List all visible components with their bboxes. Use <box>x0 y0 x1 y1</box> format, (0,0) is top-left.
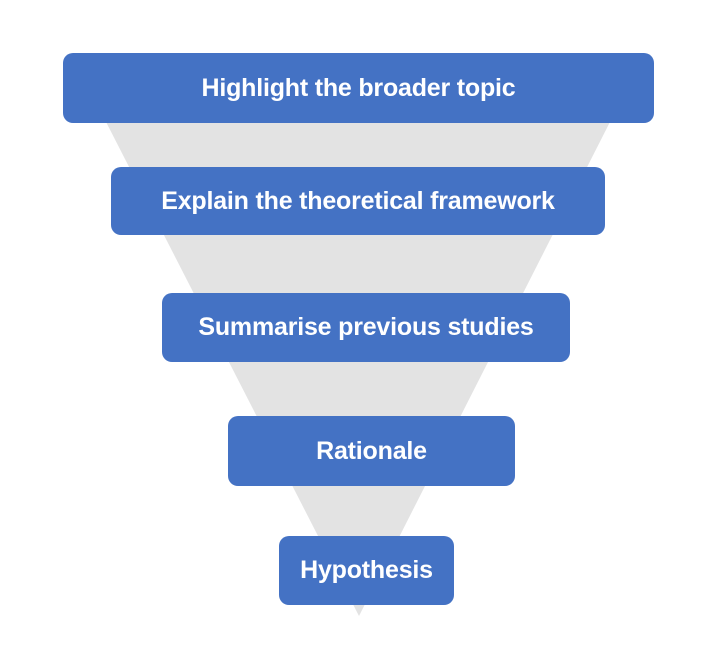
funnel-step-theoretical-framework: Explain the theoretical framework <box>111 167 605 235</box>
funnel-step-broader-topic: Highlight the broader topic <box>63 53 654 123</box>
funnel-step-label: Rationale <box>316 436 427 465</box>
funnel-step-label: Explain the theoretical framework <box>161 186 555 215</box>
funnel-step-hypothesis: Hypothesis <box>279 536 454 605</box>
funnel-step-label: Summarise previous studies <box>198 313 534 341</box>
funnel-step-label: Hypothesis <box>300 556 433 584</box>
funnel-triangle-shape <box>104 118 612 616</box>
funnel-step-rationale: Rationale <box>228 416 515 486</box>
funnel-step-label: Highlight the broader topic <box>201 73 516 102</box>
funnel-step-previous-studies: Summarise previous studies <box>162 293 570 362</box>
